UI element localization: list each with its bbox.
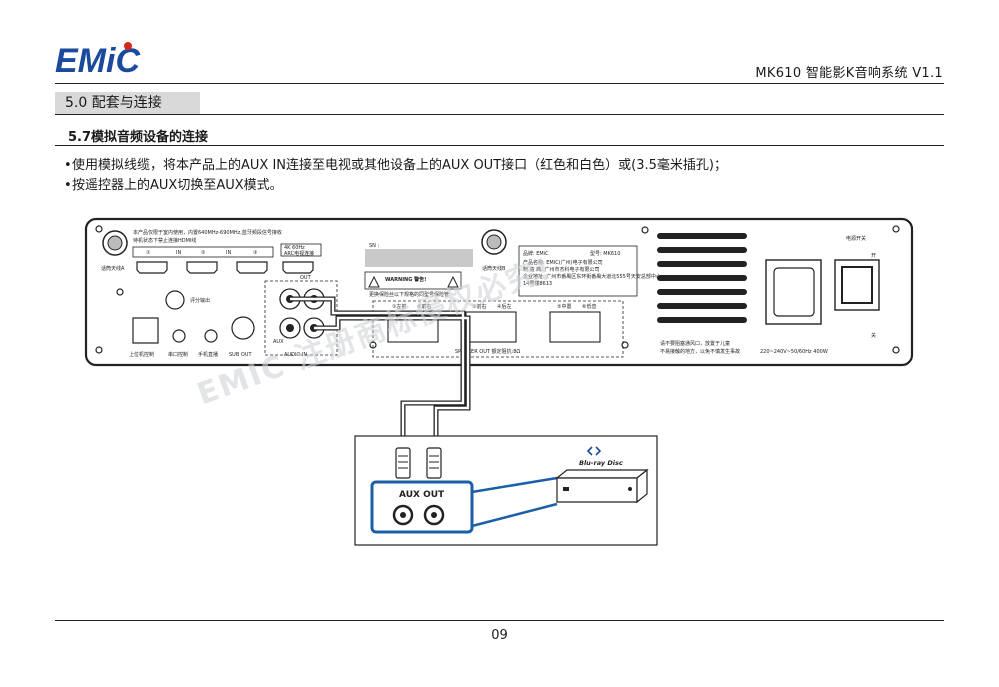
vent-slots	[657, 233, 747, 323]
antenna-b-label: 话筒天线B	[482, 265, 506, 272]
list-item: •使用模拟线缆，将本产品上的AUX IN连接至电视或其他设备上的AUX OUT接…	[64, 158, 727, 173]
warning-triangle-icon	[368, 275, 380, 288]
score-out-jack	[165, 290, 185, 310]
footer-rule	[55, 620, 944, 621]
rca-cable-inner	[290, 297, 470, 453]
hdmi-label: IN	[226, 250, 231, 256]
speaker-label: ⑥低音	[582, 303, 596, 310]
hdmi-label: ①	[146, 250, 151, 256]
warning-box	[364, 271, 462, 290]
antenna-a-label: 话筒天线A	[101, 265, 125, 272]
power-switch-rocker-icon	[841, 266, 873, 304]
brand-plate	[518, 245, 638, 297]
warning-triangle-icon	[447, 275, 459, 288]
vent-note: 请不要阻塞通风口，放置于儿童	[660, 340, 730, 347]
bluray-disc-logo-icon: Blu-ray Disc	[579, 446, 623, 467]
bluray-label: Blu-ray Disc	[579, 459, 623, 467]
brand-line: 型号: MK610	[590, 250, 620, 257]
port-label: SUB OUT	[229, 352, 252, 358]
speaker-out-region	[372, 300, 624, 358]
aux-out-label: AUX OUT	[399, 490, 445, 500]
power-inlet-socket-icon	[773, 267, 815, 317]
list-item: •按遥控器上的AUX切换至AUX模式。	[64, 178, 283, 193]
speaker-out-label: SPEAKER OUT 额定阻抗:8Ω	[455, 348, 520, 355]
list-item-text: 按遥控器上的AUX切换至AUX模式。	[72, 178, 283, 193]
subsection-rule	[55, 145, 944, 146]
hdmi-label-box	[132, 246, 274, 258]
speaker-label: ③前右	[472, 303, 486, 310]
header-rule	[55, 83, 944, 84]
notice-line-1: 本产品仅限于室内使用，内置640MHz-690MHz,蓝牙频段信号接收	[133, 229, 282, 236]
audio-in-label: AUDIO IN	[284, 352, 307, 358]
speaker-label: ④后左	[497, 303, 511, 310]
instruction-list: •使用模拟线缆，将本产品上的AUX IN连接至电视或其他设备上的AUX OUT接…	[64, 156, 727, 196]
score-out-label: 评分输出	[190, 297, 210, 304]
control-port	[132, 317, 159, 344]
speaker-label: ②前右	[417, 303, 431, 310]
sn-label: SN :	[369, 243, 380, 249]
brand-line: 产品名称: EMIC(广州)电子有限公司	[523, 259, 603, 266]
speaker-label: ⑤中置	[557, 303, 571, 310]
brand-line: 品牌: EMiC	[523, 250, 549, 257]
power-off-label: 关	[871, 332, 876, 339]
rca-plugs	[395, 447, 442, 479]
section-title: 5.0 配套与连接	[55, 92, 200, 114]
list-item-text: 使用模拟线缆，将本产品上的AUX IN连接至电视或其他设备上的AUX OUT接口…	[72, 158, 727, 173]
serial-port	[172, 329, 186, 343]
audio-in-region	[264, 280, 338, 356]
vent-note: 不易接触的地方，以免不慎发生事故	[660, 348, 740, 355]
zoom-lines	[471, 476, 558, 528]
power-rating: 220~240V~50/60Hz 400W	[760, 349, 828, 355]
hdmi-label: IN	[176, 250, 181, 256]
power-on-label: 开	[871, 253, 876, 259]
logo-dot	[124, 42, 132, 50]
bluray-player-icon	[555, 468, 649, 504]
port-label: 上位机控制	[129, 351, 154, 358]
screw-icons	[95, 225, 900, 354]
port-label: 串口控制	[168, 351, 188, 358]
brand-line: 企业地址: 广州市番禺区东环街番禺大道北555号天安总部中心	[523, 273, 661, 280]
warning-label: WARNING 警告!	[385, 276, 426, 283]
antenna-b-icon	[481, 229, 507, 255]
speaker-label: ①左前	[392, 303, 406, 310]
fuse-note: 更换保险丝以下规格的同型号保险管	[369, 291, 449, 298]
document-title: MK610 智能影K音响系统 V1.1	[755, 66, 943, 81]
port-label: 手机直播	[198, 351, 218, 358]
sn-plate	[365, 249, 473, 267]
section-rule	[55, 114, 944, 115]
notice-line-2: 待机状态下禁止连接HDMI线	[133, 237, 196, 244]
emic-logo: EMiC	[55, 42, 140, 76]
page-number: 09	[491, 628, 508, 643]
arc-label: 4K 60Hz	[284, 245, 305, 251]
aux-label: AUX	[273, 339, 284, 345]
brand-line: 制 造 商: 广州市杰科电子有限公司	[523, 266, 599, 273]
subsection-title: 5.7模拟音频设备的连接	[68, 130, 209, 145]
sub-out-jack	[231, 316, 255, 340]
power-switch-label: 电源开关	[846, 235, 866, 242]
hdmi-label: ②	[201, 250, 206, 256]
hdmi-label: ③	[253, 250, 257, 256]
antenna-a-icon	[102, 230, 128, 256]
out-label: OUT	[300, 275, 312, 281]
phone-live-port	[204, 329, 218, 343]
arc-box	[280, 243, 322, 257]
speaker-terminals	[387, 311, 601, 343]
brand-line: 14号楼8613	[523, 280, 552, 287]
arc-sub-label: ARC电视连接	[284, 250, 314, 257]
hdmi-in-ports	[136, 261, 314, 274]
aux-out-jacks	[392, 504, 445, 526]
